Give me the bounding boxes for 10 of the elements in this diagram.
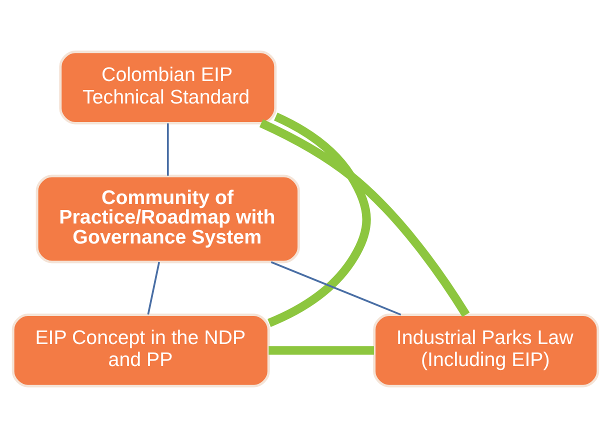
connector xyxy=(268,346,374,354)
connector xyxy=(268,112,371,326)
connector xyxy=(166,122,169,176)
node-box: Industrial Parks Law (Including EIP) xyxy=(373,313,600,387)
node-box: Colombian EIP Technical Standard xyxy=(59,50,277,124)
connector xyxy=(147,261,160,314)
node-box: EIP Concept in the NDP and PP xyxy=(12,313,270,387)
node-box: Community of Practice/Roadmap with Governance System xyxy=(36,174,300,263)
connector xyxy=(259,118,470,317)
connector xyxy=(270,260,402,316)
